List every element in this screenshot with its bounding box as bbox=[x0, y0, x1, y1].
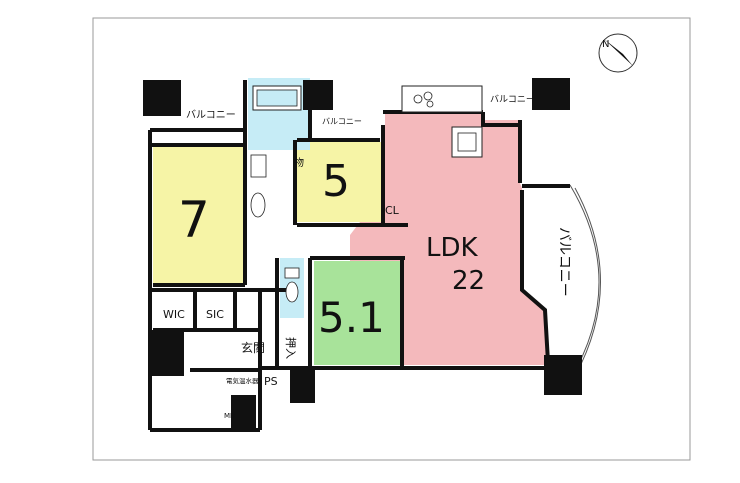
kitchen-counter bbox=[401, 85, 483, 158]
room-5-1-label: 5.1 bbox=[318, 293, 385, 342]
walls bbox=[148, 80, 570, 432]
western-room-7 bbox=[153, 145, 243, 285]
room-7-label: 7 bbox=[178, 191, 210, 249]
storage-label: 物 bbox=[294, 156, 304, 169]
toilet-icon bbox=[284, 267, 300, 303]
entrance-label: 玄関 bbox=[241, 340, 265, 355]
western-room-5-1 bbox=[314, 261, 402, 365]
washbasin-icon bbox=[250, 154, 267, 218]
wic-label: WIC bbox=[163, 308, 185, 321]
western-room-5 bbox=[297, 142, 383, 222]
balcony-top-left-label: バルコニー bbox=[186, 109, 236, 121]
bathtub-icon bbox=[252, 85, 302, 111]
compass-icon: N bbox=[598, 33, 638, 73]
room-5-label: 5 bbox=[322, 156, 350, 207]
balcony-right-label: バルコニー bbox=[556, 227, 572, 297]
columns bbox=[143, 78, 582, 430]
mb-label: MB bbox=[224, 412, 235, 420]
ldk-room bbox=[350, 112, 548, 365]
closet-label: CL bbox=[385, 204, 400, 217]
ps-label: PS bbox=[264, 375, 278, 388]
balcony-right-outline bbox=[569, 184, 600, 381]
ldk-size-label: 22 bbox=[452, 266, 485, 296]
balcony-top-right-label: バルコニー bbox=[490, 94, 535, 105]
balcony-top-mid-label: バルコニー bbox=[322, 117, 362, 126]
ldk-label: LDK bbox=[426, 233, 479, 263]
water-heater-label: 電気温水器 bbox=[226, 376, 259, 385]
compass-north-label: N bbox=[602, 39, 609, 50]
sic-label: SIC bbox=[206, 308, 224, 321]
oshiire-label: 押入 bbox=[284, 337, 298, 359]
